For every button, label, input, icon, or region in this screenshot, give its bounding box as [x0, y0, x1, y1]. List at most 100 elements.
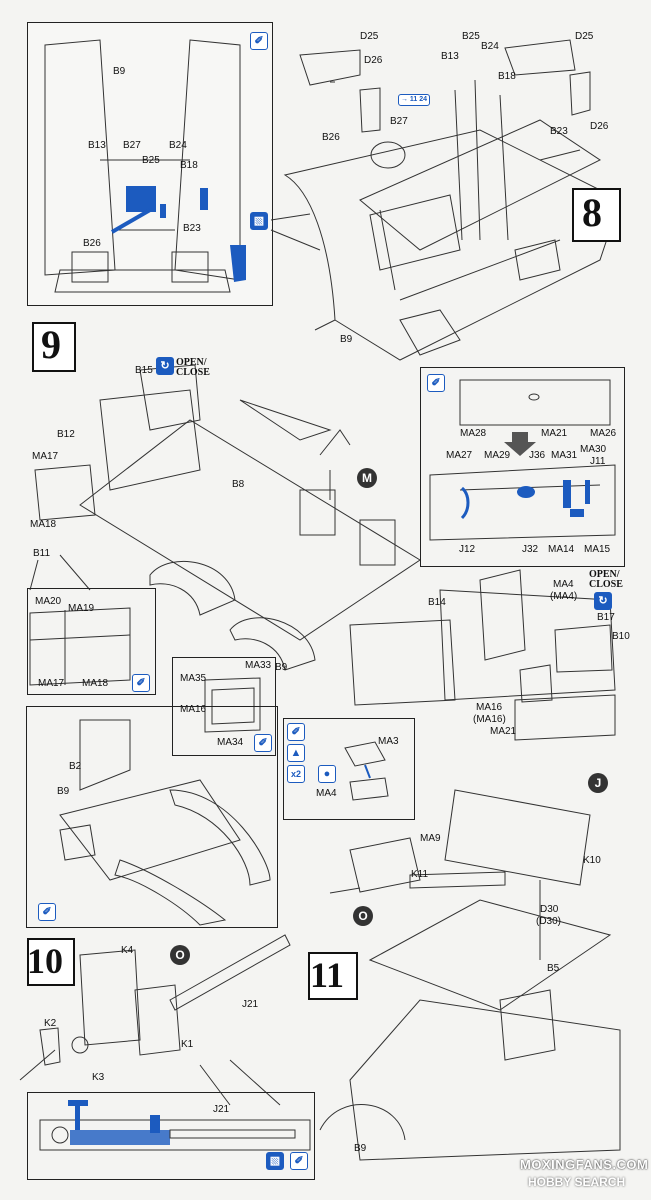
label-d25-right: D25 [575, 31, 594, 42]
close-label: CLOSE [176, 367, 210, 378]
label-b9-fender: B9 [57, 786, 70, 797]
step8-inset-drawing [44, 39, 241, 293]
label-ma30: MA30 [580, 444, 607, 455]
label-k10: K10 [583, 855, 601, 866]
label-b2: B2 [69, 761, 82, 772]
glue-icon: ✐ [427, 374, 445, 392]
open-label: OPEN/ [176, 357, 207, 368]
label-ma18-inset: MA18 [82, 678, 109, 689]
label-ma4-right: MA4 [553, 579, 574, 590]
glue-icon: ✐ [290, 1152, 308, 1170]
label-b8: B8 [232, 479, 245, 490]
label-k3: K3 [92, 1072, 105, 1083]
label-k2: K2 [44, 1018, 57, 1029]
paint-icon: ▧ [250, 212, 268, 230]
label-ma9: MA9 [420, 833, 441, 844]
step9-right-drawing [349, 569, 616, 741]
step8-connector [270, 213, 321, 251]
watermark-hobbysearch: HOBBY SEARCH [528, 1175, 626, 1189]
fender-inset-drawing [59, 719, 271, 926]
label-b24-inset: B24 [169, 140, 187, 151]
label-b13-inset: B13 [88, 140, 106, 151]
label-ma17: MA17 [32, 451, 59, 462]
label-b24-main: B24 [481, 41, 499, 52]
glue-icon: ✐ [254, 734, 272, 752]
step-11-badge [308, 952, 358, 1000]
label-d25-left: D25 [360, 31, 379, 42]
label-ma16-inset: MA16 [180, 704, 207, 715]
label-b5: B5 [547, 963, 560, 974]
label-d26-right: D26 [590, 121, 609, 132]
multiplier-icon: x2 [287, 765, 305, 783]
step9-inset-right-panel [420, 367, 625, 567]
label-b26-inset: B26 [83, 238, 101, 249]
label-ma29: MA29 [484, 450, 511, 461]
label-j36: J36 [529, 450, 546, 461]
label-ma26: MA26 [590, 428, 617, 439]
label-ma21-right: MA21 [490, 726, 517, 737]
label-b17: B17 [597, 612, 615, 623]
step-11-number: 11 [310, 955, 345, 995]
label-ma17-inset: MA17 [38, 678, 65, 689]
step9-leader [29, 554, 91, 591]
label-ma35: MA35 [180, 673, 207, 684]
label-ma4-paren: (MA4) [550, 591, 578, 602]
label-b10: B10 [612, 631, 630, 642]
open-close-label-top: OPEN/ CLOSE [176, 358, 210, 378]
ma3-inset-panel [283, 718, 415, 820]
fender-inset-panel [26, 706, 278, 928]
label-b9-main: B9 [340, 334, 353, 345]
label-ma16-paren: (MA16) [473, 714, 506, 725]
label-b13-main: B13 [441, 51, 459, 62]
label-d30-paren: (D30) [536, 916, 562, 927]
step9-inset-left-panel [27, 588, 156, 695]
label-ma34: MA34 [217, 737, 244, 748]
label-ma28: MA28 [460, 428, 487, 439]
label-b18-inset: B18 [180, 160, 198, 171]
step9-inset-drawing [29, 607, 131, 686]
label-ma20: MA20 [35, 596, 62, 607]
glue-icon: ✐ [132, 674, 150, 692]
label-ma4-inset: MA4 [316, 788, 337, 799]
ma3-inset-drawing [344, 741, 389, 801]
label-b23-inset: B23 [183, 223, 201, 234]
label-ma33: MA33 [245, 660, 272, 671]
label-k4: K4 [121, 945, 134, 956]
open-close-icon-top: ↻ [156, 357, 174, 375]
label-d30: D30 [540, 904, 559, 915]
label-ma21-inset: MA21 [541, 428, 568, 439]
step11-drawing [319, 789, 621, 1161]
open-close-label-right: OPEN/ CLOSE [589, 570, 623, 590]
label-k1: K1 [181, 1039, 194, 1050]
glue-icon: ✐ [38, 903, 56, 921]
watermark-site: MOXINGFANS.COM [520, 1157, 649, 1172]
paint-icon: ▧ [266, 1152, 284, 1170]
label-ma18: MA18 [30, 519, 57, 530]
glue-icon: ✐ [250, 32, 268, 50]
label-b11: B11 [33, 548, 51, 559]
label-ma19: MA19 [68, 603, 95, 614]
label-b25-inset: B25 [142, 155, 160, 166]
open-label: OPEN/ [589, 569, 620, 580]
label-j12: J12 [459, 544, 476, 555]
label-j32: J32 [522, 544, 539, 555]
label-b26-main: B26 [322, 132, 340, 143]
arrow-up-icon: ▲ [287, 744, 305, 762]
step10-inset-drawing [39, 1100, 311, 1151]
step-9-badge [32, 322, 76, 372]
step9-right-inset-highlights [460, 432, 590, 520]
label-k11: K11 [411, 869, 429, 880]
glue-icon: ✐ [287, 723, 305, 741]
callout-j: J [588, 773, 608, 793]
label-b9-step11: B9 [354, 1143, 367, 1154]
label-j21-inset: J21 [213, 1104, 230, 1115]
step8-inset-highlights [110, 186, 246, 282]
close-label: CLOSE [589, 579, 623, 590]
label-b9-inset: B9 [113, 66, 126, 77]
reference-tag-icon: → 11 24 [398, 94, 430, 106]
step10-inset-panel [27, 1092, 315, 1180]
open-close-icon-right: ↻ [594, 592, 612, 610]
callout-o-step11: O [353, 906, 373, 926]
ma35-inset-drawing [204, 677, 261, 733]
